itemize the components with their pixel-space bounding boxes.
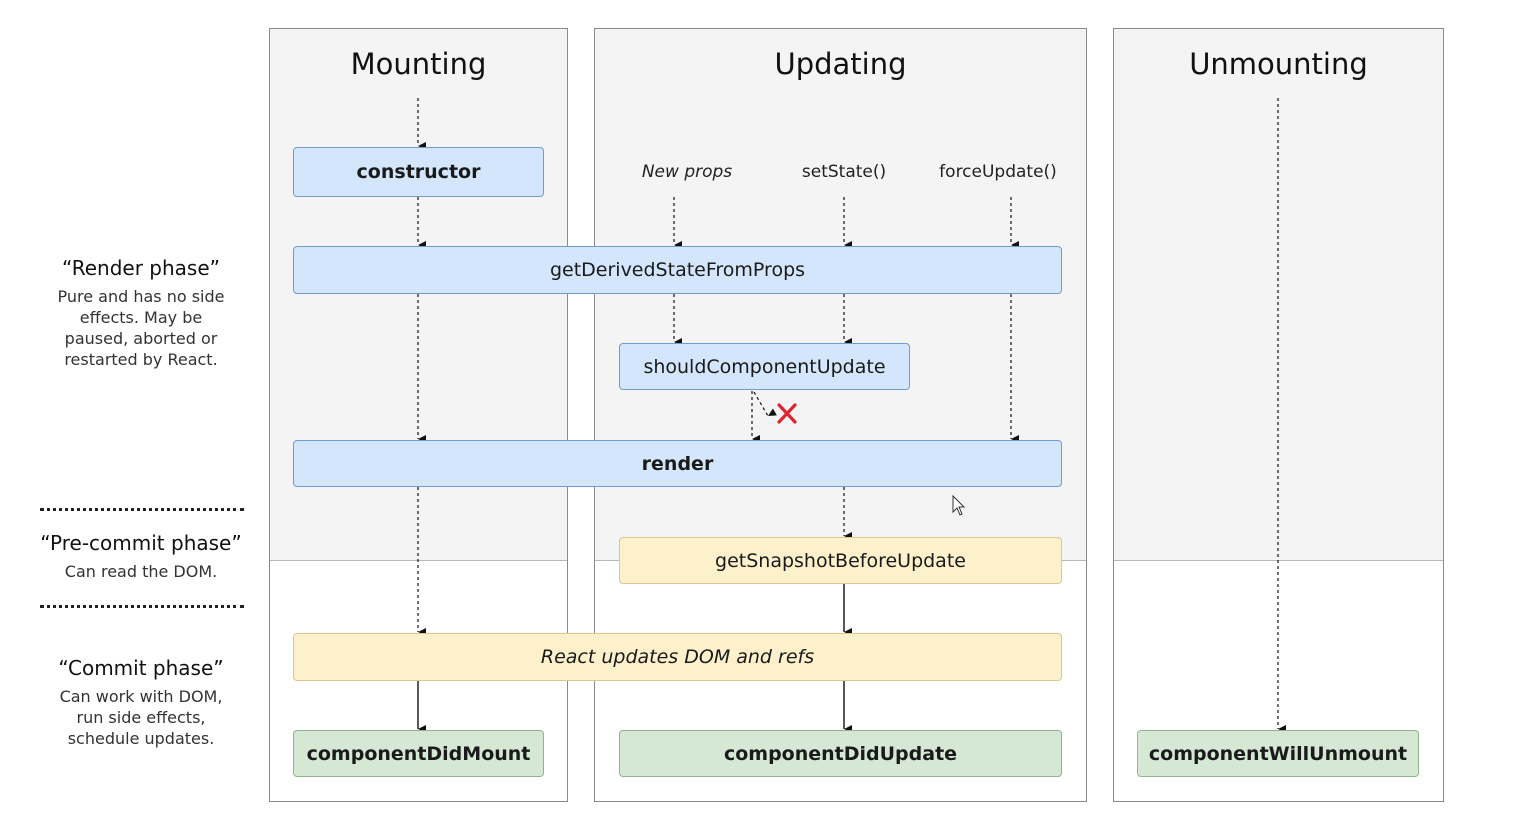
precommit-phase-description: Can read the DOM. <box>30 561 252 582</box>
commit-phase-title: “Commit phase” <box>58 656 224 680</box>
component-did-update-box: componentDidUpdate <box>619 730 1062 777</box>
mounting-title: Mounting <box>350 47 487 81</box>
render-phase-title: “Render phase” <box>61 256 221 280</box>
unmounting-title: Unmounting <box>1189 47 1368 81</box>
trigger-new-props: New props <box>641 162 733 182</box>
constructor-box: constructor <box>293 147 544 197</box>
commit-phase-line: schedule updates. <box>67 729 215 748</box>
trigger-force-update: forceUpdate() <box>939 162 1057 182</box>
commit-phase-line: Can work with DOM, <box>59 687 223 706</box>
mouse-pointer-icon <box>952 494 966 516</box>
arrow-to-cancel <box>753 391 777 417</box>
should-component-update-box: shouldComponentUpdate <box>619 343 910 390</box>
render-phase-line: restarted by React. <box>64 350 218 369</box>
commit-phase-description: Can work with DOM, run side effects, sch… <box>30 686 252 749</box>
get-derived-state-box: getDerivedStateFromProps <box>293 246 1062 294</box>
solid-arrows <box>417 584 852 733</box>
render-phase-line: Pure and has no side <box>57 287 225 306</box>
precommit-phase-label: “Pre-commit phase” Can read the DOM. <box>30 531 252 582</box>
component-did-mount-box: componentDidMount <box>293 730 544 777</box>
cross-icon <box>777 403 797 424</box>
render-phase-description: Pure and has no side effects. May be pau… <box>30 286 252 370</box>
dom-updates-box: React updates DOM and refs <box>293 633 1062 681</box>
precommit-phase-title: “Pre-commit phase” <box>40 531 242 555</box>
precommit-phase-line: Can read the DOM. <box>64 562 218 581</box>
updating-title: Updating <box>774 47 907 81</box>
phase-divider <box>40 508 244 511</box>
render-phase-label: “Render phase” Pure and has no side effe… <box>30 256 252 370</box>
render-box: render <box>293 440 1062 487</box>
dashed-arrows <box>417 98 1286 733</box>
render-phase-line: paused, aborted or <box>64 329 218 348</box>
commit-phase-line: run side effects, <box>76 708 206 727</box>
trigger-set-state: setState() <box>801 162 887 182</box>
component-will-unmount-box: componentWillUnmount <box>1137 730 1419 777</box>
commit-phase-label: “Commit phase” Can work with DOM, run si… <box>30 656 252 749</box>
get-snapshot-box: getSnapshotBeforeUpdate <box>619 537 1062 584</box>
render-phase-line: effects. May be <box>79 308 203 327</box>
phase-divider <box>40 605 244 608</box>
